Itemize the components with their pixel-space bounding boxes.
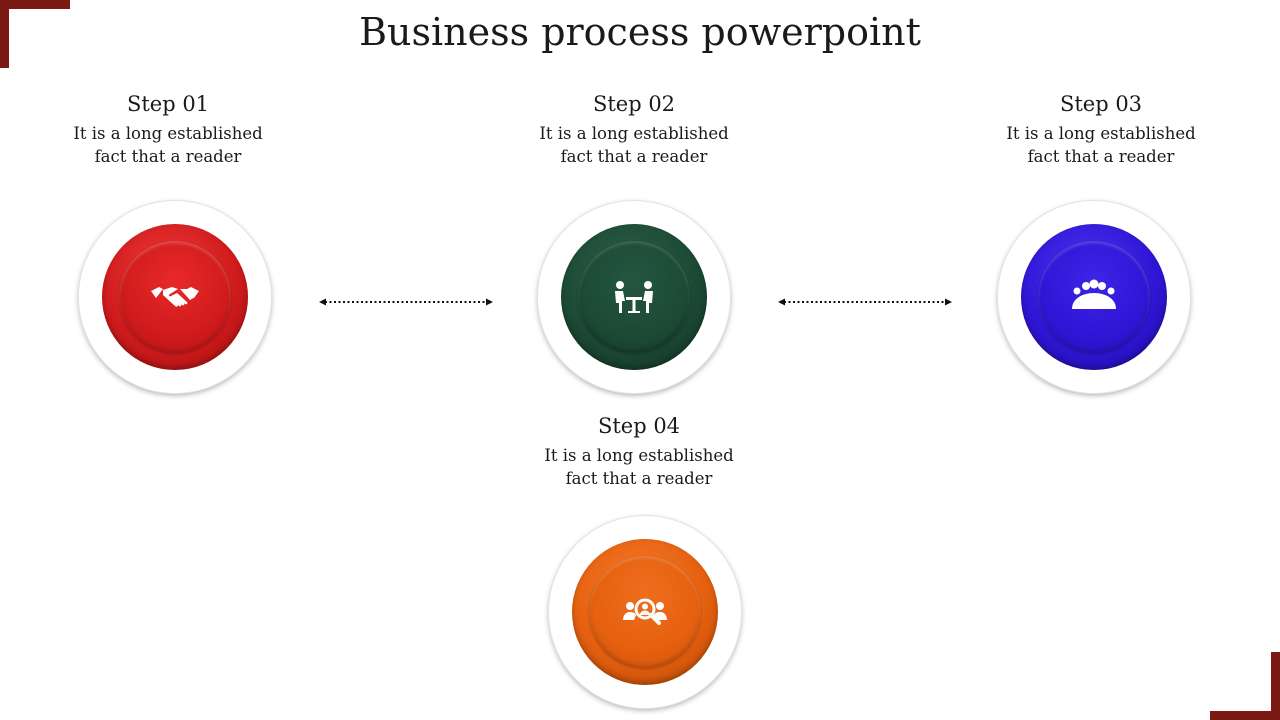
step-3-description-line-2: fact that a reader [1027, 147, 1175, 166]
step-2-node [538, 201, 730, 393]
step-1-title: Step 01 [126, 92, 210, 116]
step-4-description-line-1: It is a long established [544, 446, 734, 465]
step-3-title: Step 03 [1059, 92, 1143, 116]
step-3-text: Step 03 It is a long established fact th… [981, 90, 1221, 168]
step-1-description-line-1: It is a long established [73, 124, 263, 143]
step-4-text: Step 04 It is a long established fact th… [519, 412, 759, 490]
team-icon [1072, 279, 1116, 309]
search-people-icon [623, 598, 667, 625]
step-1-text: Step 01 It is a long established fact th… [48, 90, 288, 168]
step-2-description-line-1: It is a long established [539, 124, 729, 143]
step-1-description-line-2: fact that a reader [94, 147, 242, 166]
step-3-node [998, 201, 1190, 393]
step-2-title: Step 02 [592, 92, 676, 116]
connector-arrow-2-3 [778, 298, 952, 306]
top-left-corner-accent [0, 0, 70, 68]
step-4-description-line-2: fact that a reader [565, 469, 713, 488]
step-3-description-line-1: It is a long established [1006, 124, 1196, 143]
step-4-title: Step 04 [597, 414, 681, 438]
bottom-right-corner-accent [1210, 652, 1280, 720]
step-1-node [79, 201, 271, 393]
step-2-text: Step 02 It is a long established fact th… [514, 90, 754, 168]
connector-arrow-1-2 [319, 298, 493, 306]
handshake-icon [151, 287, 199, 307]
slide-title: Business process powerpoint [359, 10, 921, 54]
meeting-icon [615, 281, 653, 313]
step-4-node [549, 516, 741, 708]
step-2-description-line-2: fact that a reader [560, 147, 708, 166]
